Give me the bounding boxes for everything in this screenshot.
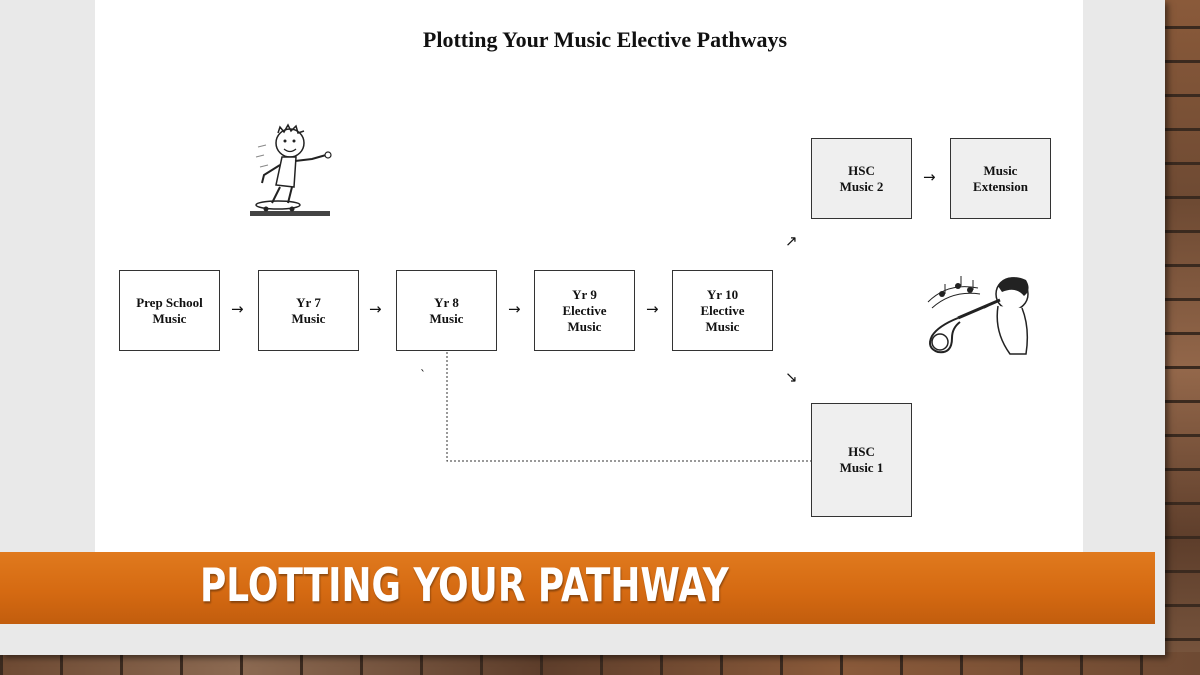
box-label: HSC Music 1	[839, 444, 884, 475]
box-yr9-elective-music: Yr 9 Elective Music	[534, 270, 635, 351]
box-label: Yr 8 Music	[429, 294, 464, 326]
box-prep-school-music: Prep School Music	[119, 270, 220, 351]
box-yr10-elective-music: Yr 10 Elective Music	[672, 270, 773, 351]
brick-wall-background	[1160, 0, 1200, 675]
arrow-right: →	[923, 168, 936, 186]
title-banner	[0, 552, 1155, 624]
page-title: Plotting Your Music Elective Pathways	[422, 27, 788, 52]
arrow-down-right: ↘	[785, 368, 798, 386]
box-hsc-music-2: HSC Music 2	[811, 138, 912, 219]
box-label: Yr 9 Elective Music	[562, 286, 607, 334]
box-hsc-music-1: HSC Music 1	[811, 403, 912, 517]
box-label: Yr 7 Music	[291, 294, 326, 326]
dotted-connector-yr8-to-hsc1	[446, 352, 811, 462]
arrow-up-right: ↗	[785, 232, 798, 250]
saxophone-player-icon	[927, 276, 1029, 355]
arrow-right: →	[646, 300, 659, 318]
box-label: Music Extension	[973, 162, 1028, 194]
tick-mark: `	[420, 368, 426, 382]
box-label: HSC Music 2	[839, 162, 884, 194]
arrow-right: →	[231, 300, 244, 318]
box-label: Yr 10 Elective Music	[700, 286, 745, 334]
arrow-right: →	[508, 300, 521, 318]
arrow-right: →	[369, 300, 382, 318]
banner-title: PLOTTING YOUR PATHWAY	[200, 558, 729, 612]
box-yr8-music: Yr 8 Music	[396, 270, 497, 351]
box-yr7-music: Yr 7 Music	[258, 270, 359, 351]
box-music-extension: Music Extension	[950, 138, 1051, 219]
brick-wall-bottom	[0, 652, 1200, 675]
skateboarder-icon	[250, 123, 332, 216]
box-label: Prep School Music	[136, 294, 203, 326]
